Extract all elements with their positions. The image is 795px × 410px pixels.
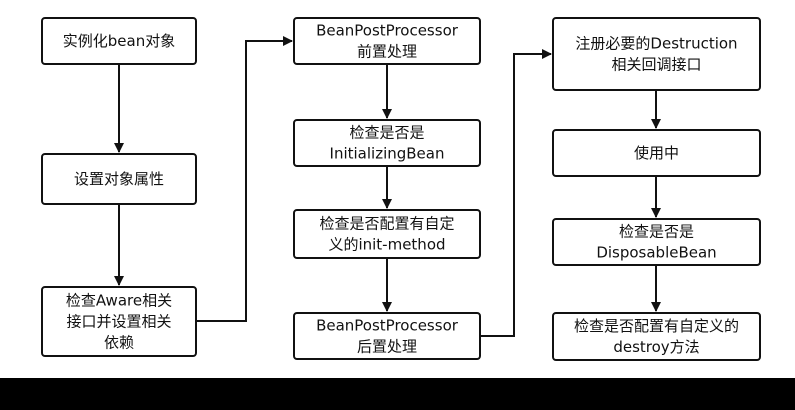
node-check-destroy-method: 检查是否配置有自定义的 destroy方法 — [552, 312, 761, 361]
node-label-check-destroy-method-line-1: destroy方法 — [613, 338, 699, 356]
node-label-register-destruction-line-1: 相关回调接口 — [611, 56, 701, 74]
node-set-properties: 设置对象属性 — [41, 153, 197, 205]
node-box-bpp-after — [293, 312, 481, 360]
node-box-check-initializing — [293, 119, 481, 167]
node-label-in-use-line-0: 使用中 — [634, 144, 679, 162]
node-check-initializing: 检查是否是 InitializingBean — [293, 119, 481, 167]
node-box-check-init-method — [293, 209, 481, 259]
node-box-check-aware — [41, 286, 197, 357]
node-register-destruction: 注册必要的Destruction 相关回调接口 — [552, 17, 761, 91]
node-label-check-init-method-line-0: 检查是否配置有自定 — [319, 215, 454, 233]
node-label-bpp-before-line-1: 前置处理 — [357, 43, 417, 61]
node-label-check-disposable-line-0: 检查是否是 — [619, 223, 694, 241]
nodes-layer: 实例化bean对象设置对象属性检查Aware相关接口并设置相关依赖BeanPos… — [41, 17, 761, 361]
node-label-check-aware-line-2: 依赖 — [104, 334, 134, 352]
node-box-register-destruction — [552, 17, 761, 91]
node-in-use: 使用中 — [552, 129, 761, 177]
arrow-bpp-after-to-register-destruction — [480, 49, 552, 337]
node-box-bpp-before — [293, 17, 481, 65]
node-label-bpp-after-line-1: 后置处理 — [357, 338, 417, 356]
node-label-check-initializing-line-1: InitializingBean — [330, 145, 445, 163]
node-instantiate: 实例化bean对象 — [41, 17, 197, 65]
node-box-set-properties — [41, 153, 197, 205]
node-label-instantiate-line-0: 实例化bean对象 — [63, 32, 175, 50]
node-bpp-after: BeanPostProcessor 后置处理 — [293, 312, 481, 360]
node-box-check-disposable — [552, 218, 761, 266]
node-label-check-destroy-method-line-0: 检查是否配置有自定义的 — [574, 317, 739, 335]
bottom-bar — [0, 378, 795, 410]
node-label-bpp-before-line-0: BeanPostProcessor — [316, 22, 459, 40]
node-label-check-initializing-line-0: 检查是否是 — [349, 124, 424, 142]
lifecycle-flowchart: 实例化bean对象设置对象属性检查Aware相关接口并设置相关依赖BeanPos… — [41, 17, 761, 361]
node-label-check-aware-line-0: 检查Aware相关 — [66, 292, 172, 310]
node-bpp-before: BeanPostProcessor 前置处理 — [293, 17, 481, 65]
node-label-check-disposable-line-1: DisposableBean — [596, 244, 716, 262]
node-box-in-use — [552, 129, 761, 177]
node-box-instantiate — [41, 17, 197, 65]
node-label-check-init-method-line-1: 义的init-method — [328, 236, 445, 254]
node-label-register-destruction-line-0: 注册必要的Destruction — [575, 35, 737, 53]
node-label-set-properties-line-0: 设置对象属性 — [74, 170, 164, 188]
node-label-bpp-after-line-0: BeanPostProcessor — [316, 317, 459, 335]
node-label-check-aware-line-1: 接口并设置相关 — [66, 313, 171, 331]
arrow-check-aware-to-bpp-before — [196, 36, 293, 322]
node-box-check-destroy-method — [552, 312, 761, 361]
node-check-disposable: 检查是否是 DisposableBean — [552, 218, 761, 266]
edges-layer — [114, 36, 661, 337]
